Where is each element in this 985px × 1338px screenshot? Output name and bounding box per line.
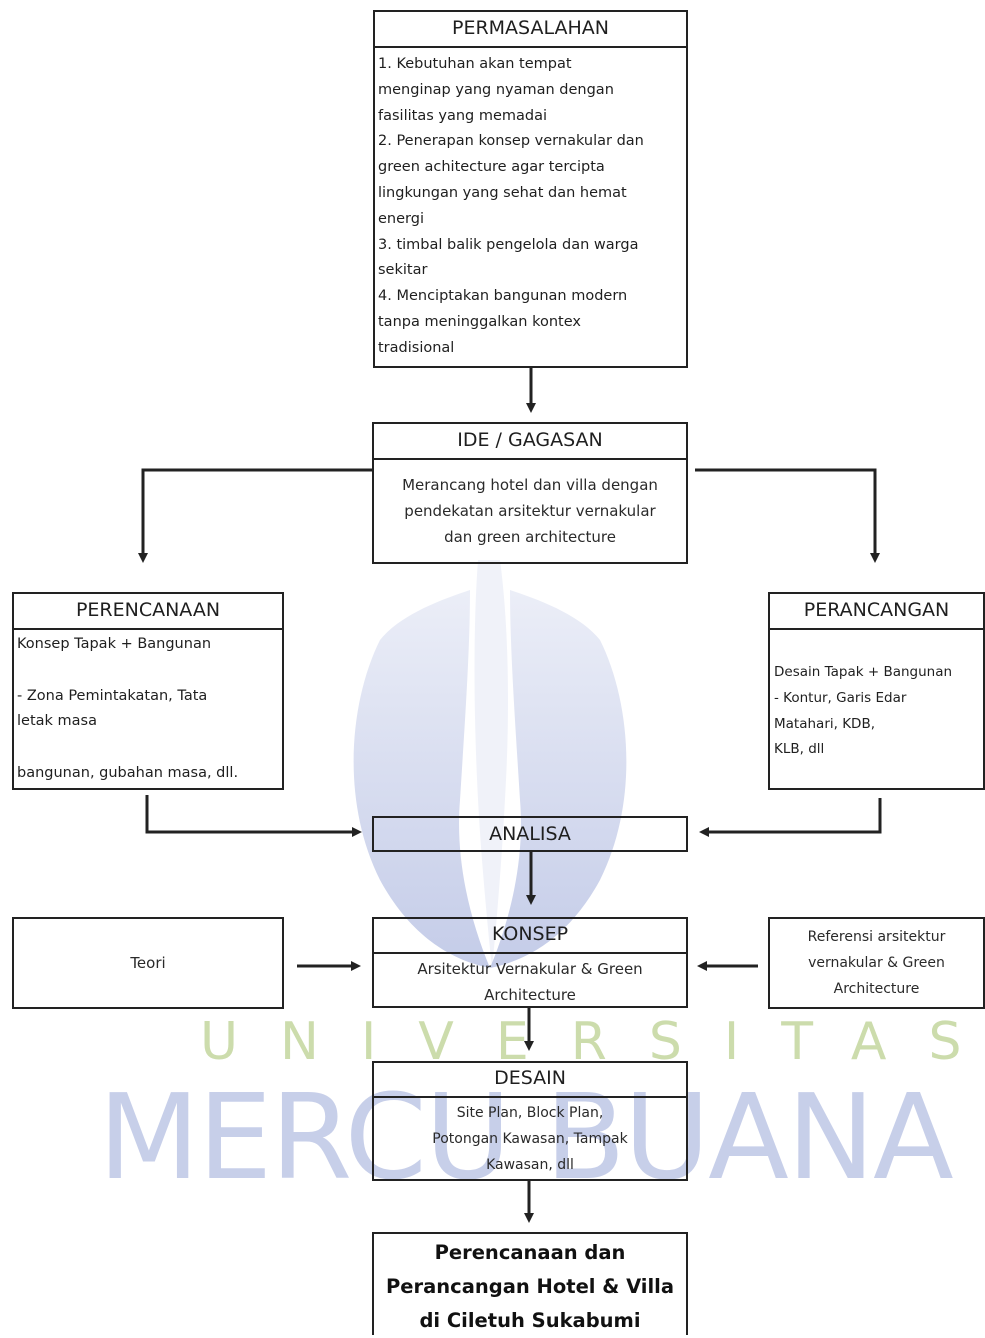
desain-line: Kawasan, dll [486,1157,574,1173]
permasalahan-line: 3. timbal balik pengelola dan warga [378,236,639,253]
perancangan-line: Matahari, KDB, [774,715,875,732]
permasalahan-line: 4. Menciptakan bangunan modern [378,288,628,305]
perancangan-title: PERANCANGAN [770,594,983,630]
arrow-perencanaan-to-analisa [145,795,362,837]
perencanaan-box: PERENCANAAN Konsep Tapak + Bangunan - Zo… [12,592,284,790]
perancangan-line: KLB, dll [774,741,825,758]
analisa-title: ANALISA [489,823,571,845]
permasalahan-line: tradisional [378,339,455,356]
perancangan-line: Desain Tapak + Bangunan [774,664,953,680]
permasalahan-line: fasilitas yang memadai [378,107,548,124]
desain-title: DESAIN [374,1063,686,1098]
arrow-ide-to-perancangan [695,468,880,563]
konsep-line: Architecture [484,986,576,1004]
ide-gagasan-line: pendekatan arsitektur vernakular [404,502,656,520]
konsep-box: KONSEP Arsitektur Vernakular & Green Arc… [372,917,688,1008]
permasalahan-line: 1. Kebutuhan akan tempat [378,56,572,72]
referensi-box: Referensi arsitektur vernakular & Green … [768,917,985,1009]
final-output-line: di Ciletuh Sukabumi [419,1309,641,1332]
arrow-ide-to-perencanaan [138,468,372,563]
ide-gagasan-line: Merancang hotel dan villa dengan [402,476,658,494]
desain-line: Potongan Kawasan, Tampak [432,1131,628,1147]
konsep-title: KONSEP [374,919,686,954]
perencanaan-line: Konsep Tapak + Bangunan [17,636,212,652]
permasalahan-title: PERMASALAHAN [375,12,686,48]
final-output-line: Perencanaan dan [434,1241,626,1264]
ide-gagasan-line: dan green architecture [444,528,616,546]
konsep-line: Arsitektur Vernakular & Green [417,960,643,978]
referensi-line: Architecture [833,981,920,997]
desain-line: Site Plan, Block Plan, [456,1105,604,1121]
permasalahan-line: tanpa meninggalkan kontex [378,313,581,330]
desain-box: DESAIN Site Plan, Block Plan, Potongan K… [372,1061,688,1181]
referensi-line: Referensi arsitektur [807,929,946,945]
final-output-line: Perancangan Hotel & Villa [385,1275,675,1298]
permasalahan-line: green achitecture agar tercipta [378,159,605,176]
ide-gagasan-box: IDE / GAGASAN Merancang hotel dan villa … [372,422,688,564]
ide-gagasan-title: IDE / GAGASAN [374,424,686,460]
perencanaan-line [17,735,282,761]
perencanaan-line: letak masa [17,713,97,730]
referensi-line: vernakular & Green [808,955,945,971]
final-output-box: Perencanaan dan Perancangan Hotel & Vill… [372,1232,688,1335]
permasalahan-line: 2. Penerapan konsep vernakular dan [378,133,644,150]
teori-label: Teori [130,954,166,972]
permasalahan-line: energi [378,210,424,227]
permasalahan-line: menginap yang nyaman dengan [378,81,614,98]
perencanaan-title: PERENCANAAN [14,594,282,630]
permasalahan-line: lingkungan yang sehat dan hemat [378,184,627,201]
analisa-box: ANALISA [372,816,688,852]
arrow-perancangan-to-analisa [699,798,882,837]
perencanaan-line: bangunan, gubahan masa, dll. [17,764,239,781]
perencanaan-line [17,658,282,684]
permasalahan-box: PERMASALAHAN 1. Kebutuhan akan tempat me… [373,10,688,368]
permasalahan-line: sekitar [378,262,428,279]
perencanaan-line: - Zona Pemintakatan, Tata [17,687,208,704]
perancangan-line: - Kontur, Garis Edar [774,689,907,706]
perancangan-box: PERANCANGAN Desain Tapak + Bangunan - Ko… [768,592,985,790]
teori-box: Teori [12,917,284,1009]
